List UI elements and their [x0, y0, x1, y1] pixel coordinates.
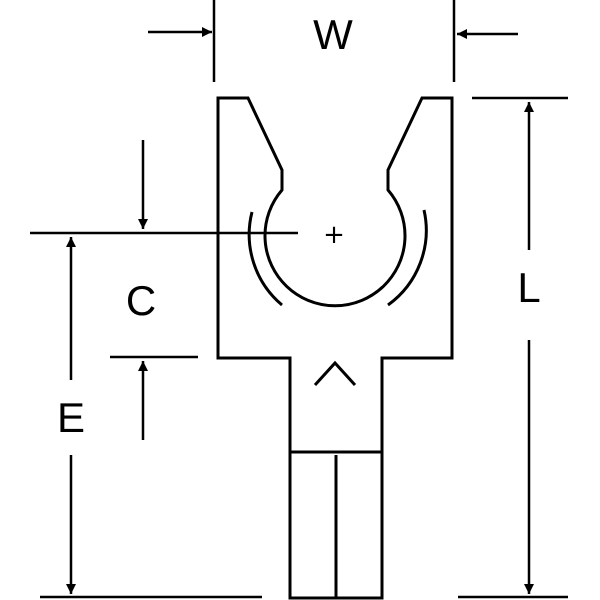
c-label: C [126, 277, 156, 324]
ring-arc-right [387, 209, 428, 307]
up-arrow-icon [313, 360, 357, 387]
center-mark: + [323, 220, 345, 250]
e-label: E [57, 394, 85, 441]
w-label: W [313, 11, 353, 58]
ring-arc-left [247, 211, 283, 307]
terminal-body-outline [216, 96, 454, 454]
l-label: L [517, 264, 540, 311]
